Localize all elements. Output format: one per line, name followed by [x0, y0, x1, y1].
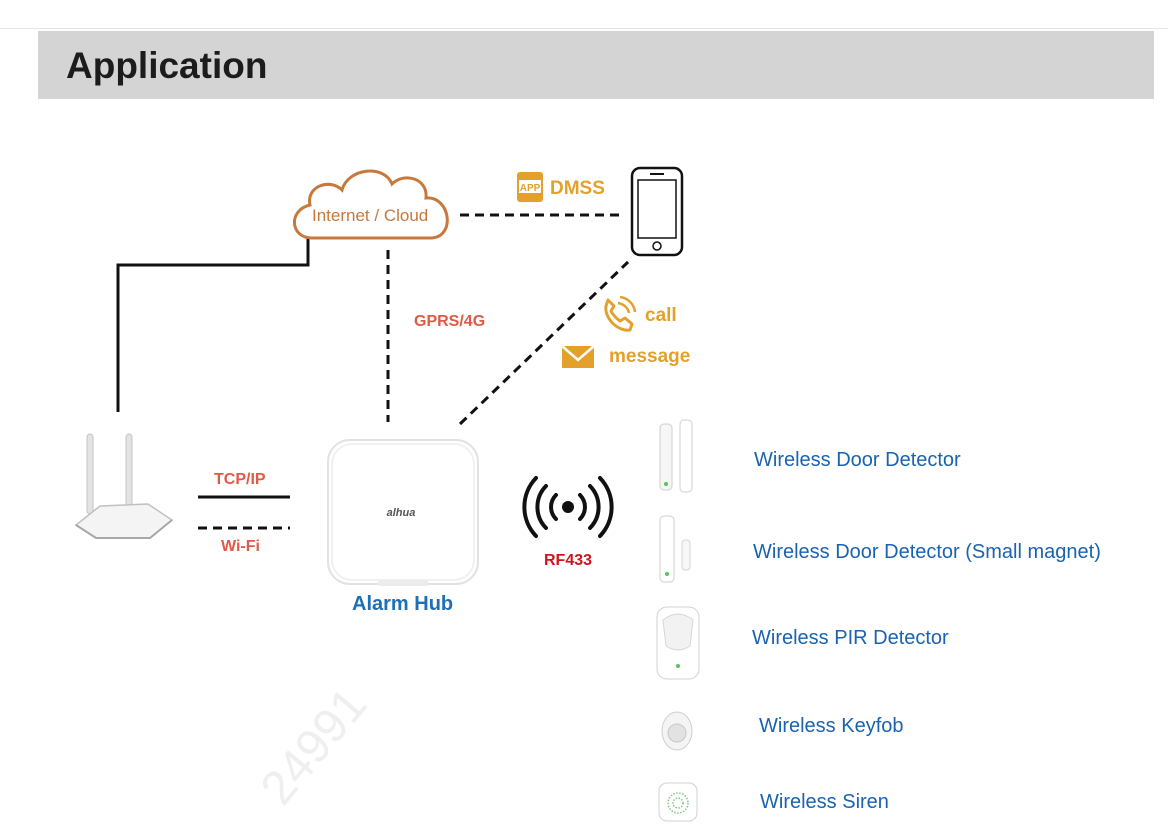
alarm-hub-icon: alhua	[327, 439, 479, 586]
page-title: Application	[66, 45, 268, 86]
app-badge-text: APP	[520, 183, 541, 194]
top-divider	[0, 28, 1168, 29]
hub-label: Alarm Hub	[352, 593, 454, 615]
message-label: message	[609, 346, 691, 367]
device-label-door-detector: Wireless Door Detector	[754, 449, 961, 471]
smartphone-icon	[630, 166, 684, 257]
device-label-pir-detector: Wireless PIR Detector	[752, 627, 949, 649]
app-label: DMSS	[550, 178, 605, 199]
device-label-siren: Wireless Siren	[760, 791, 889, 813]
keyfob-icon	[661, 711, 693, 751]
device-label-keyfob: Wireless Keyfob	[759, 715, 904, 737]
phone-call-icon	[604, 295, 637, 332]
cloud-label: Internet / Cloud	[312, 206, 429, 225]
router-icon	[74, 433, 174, 539]
tcpip-label: TCP/IP	[214, 471, 266, 488]
section-header: Application	[38, 31, 1154, 99]
hub-brand-text: alhua	[387, 507, 416, 519]
rf-label: RF433	[544, 552, 593, 569]
call-label: call	[645, 305, 677, 326]
door-detector-small-icon	[659, 515, 691, 583]
app-icon: APP	[517, 172, 543, 202]
envelope-icon	[561, 345, 595, 368]
router-cloud-link	[116, 230, 310, 412]
pir-detector-icon	[656, 606, 700, 680]
door-detector-icon	[659, 419, 693, 493]
siren-icon	[658, 782, 698, 822]
rf-signal-icon	[522, 476, 614, 538]
cloud-icon	[293, 169, 449, 240]
gprs-label: GPRS/4G	[414, 313, 486, 330]
device-label-door-detector-small: Wireless Door Detector (Small magnet)	[753, 541, 1101, 563]
hub-phone-link	[458, 260, 630, 426]
wifi-label: Wi-Fi	[221, 538, 260, 555]
